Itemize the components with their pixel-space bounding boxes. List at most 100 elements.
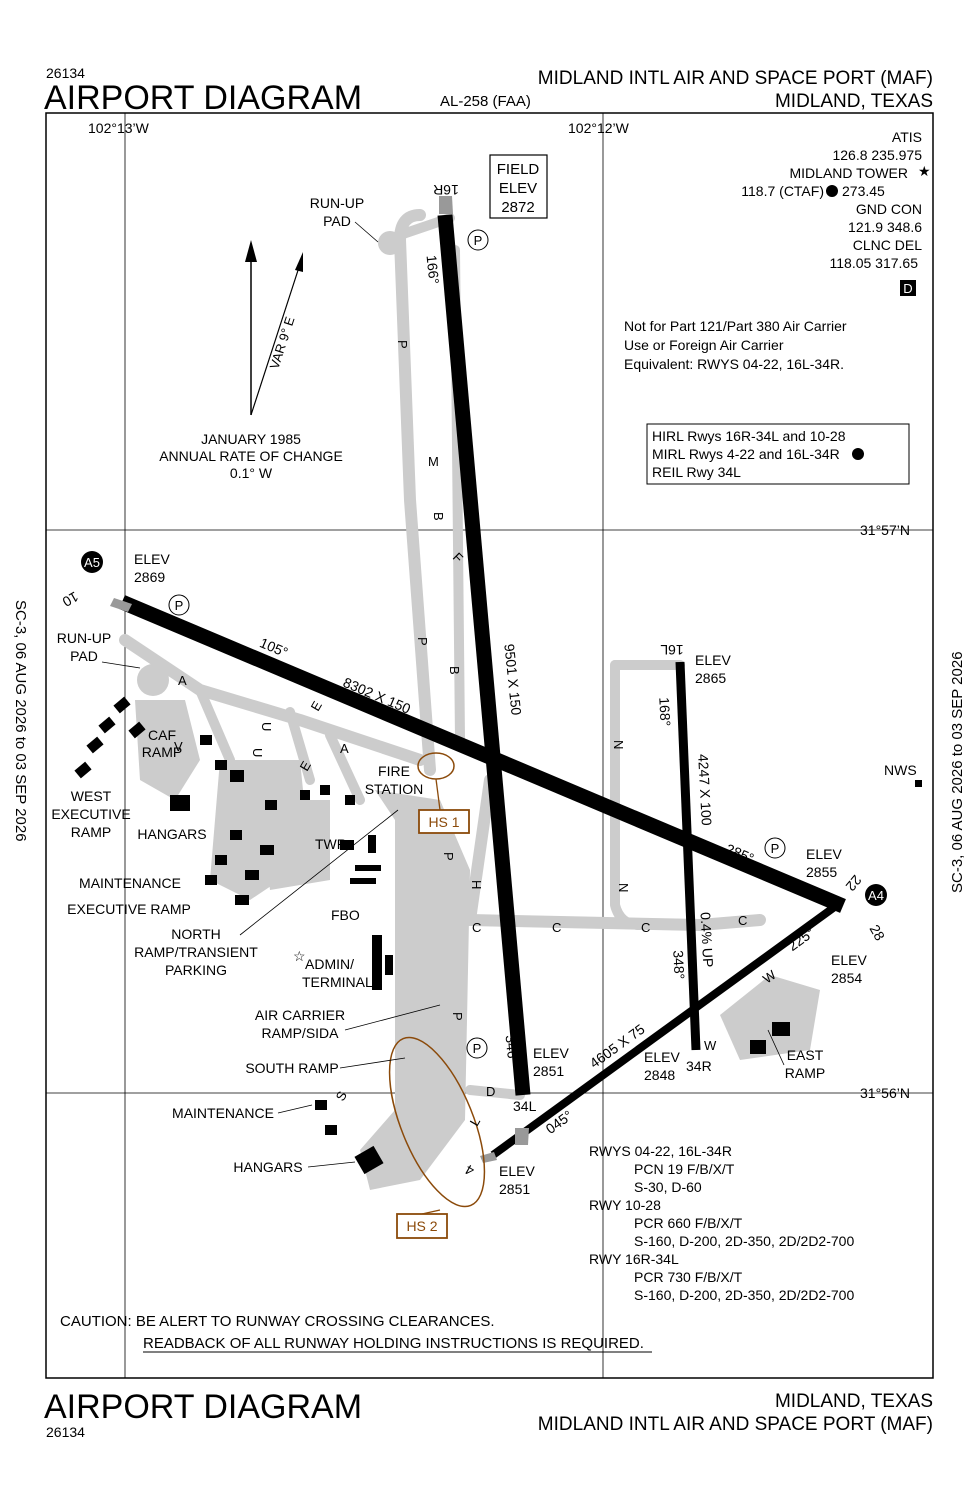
twy-N-1: N xyxy=(611,740,626,749)
elev-label-10: ELEV xyxy=(134,551,170,567)
rwy-34R: 34R xyxy=(686,1058,712,1074)
runways xyxy=(119,214,846,1159)
hs1-label: HS 1 xyxy=(428,814,459,830)
buildings xyxy=(74,696,922,1175)
twy-W-1: W xyxy=(704,1038,717,1053)
twy-U-1: U xyxy=(259,722,274,731)
tower-uhf: 273.45 xyxy=(842,183,885,199)
doc-number-top: 26134 xyxy=(46,65,85,81)
city-state-top: MIDLAND, TEXAS xyxy=(775,91,933,112)
twy-H: H xyxy=(469,880,484,889)
hdg-348: 348° xyxy=(670,950,687,980)
dim-16L34R: 4247 X 100 xyxy=(695,754,715,827)
elevations: ELEV 2869 ELEV 2865 ELEV 2855 ELEV 2854 … xyxy=(134,551,867,1197)
runway-16R-34L xyxy=(437,214,531,1096)
a4-label: A4 xyxy=(868,888,884,903)
twy-B-2: B xyxy=(447,666,462,675)
twy-P-4: P xyxy=(450,1012,465,1021)
elev-label-28: ELEV xyxy=(806,846,842,862)
admin-star-icon: ☆ xyxy=(293,948,306,964)
variation-label: VAR 9° E xyxy=(267,315,298,371)
north-ramp-2: RAMP/TRANSIENT xyxy=(134,944,258,960)
rwy-10: 10 xyxy=(60,589,82,611)
part121-line3: Equivalent: RWYS 04-22, 16L-34R. xyxy=(624,356,844,372)
caution-line1: CAUTION: BE ALERT TO RUNWAY CROSSING CLE… xyxy=(60,1313,495,1330)
procedure-id: AL-258 (FAA) xyxy=(440,93,531,110)
twy-L: L xyxy=(467,1115,484,1129)
elev-2854: 2854 xyxy=(831,970,862,986)
clnc-freq: 118.05 317.65 xyxy=(830,255,919,271)
fbo-label: FBO xyxy=(331,907,360,923)
runup-pad-left-2: PAD xyxy=(70,648,98,664)
atis-label: ATIS xyxy=(892,129,922,145)
twy-C-2: C xyxy=(552,920,561,935)
north-ramp-1: NORTH xyxy=(171,926,221,942)
rwy-22: 22 xyxy=(843,872,865,894)
title-bottom: AIRPORT DIAGRAM xyxy=(44,1388,362,1426)
area-labels: RUN-UP PAD RUN-UP PAD WEST EXECUTIVE RAM… xyxy=(51,195,916,1175)
gnd-freq: 121.9 348.6 xyxy=(848,219,922,235)
admin-1: ADMIN/ xyxy=(305,956,354,972)
caution-line2: READBACK OF ALL RUNWAY HOLDING INSTRUCTI… xyxy=(143,1335,644,1352)
twy-C-4: C xyxy=(738,913,747,928)
west-exec-2: EXECUTIVE xyxy=(51,806,130,822)
east-ramp-1: EAST xyxy=(787,1047,824,1063)
nws-label: NWS xyxy=(884,762,917,778)
executive-ramp-label: EXECUTIVE RAMP xyxy=(67,901,191,917)
lighting-box xyxy=(646,423,910,485)
field-elev-line2: ELEV xyxy=(499,180,537,197)
twy-P-1: P xyxy=(395,340,410,349)
hdg-225: 225° xyxy=(785,924,818,954)
twy-M: M xyxy=(428,454,439,469)
city-state-bottom: MIDLAND, TEXAS xyxy=(775,1391,933,1412)
lighting-line1: HIRL Rwys 16R-34L and 10-28 xyxy=(652,428,846,444)
papi-symbols xyxy=(168,229,786,1059)
twy-V: V xyxy=(174,739,183,754)
taxiway-network xyxy=(119,209,766,1100)
side-label-right: SC-3, 06 AUG 2026 to 03 SEP 2026 xyxy=(949,651,966,893)
fire-2: STATION xyxy=(365,781,424,797)
lat-bottom: 31°56’N xyxy=(860,1085,910,1101)
clnc-label: CLNC DEL xyxy=(853,237,922,253)
elev-2855: 2855 xyxy=(806,864,837,880)
north-ramp-3: PARKING xyxy=(165,962,227,978)
field-elev-value: 2872 xyxy=(501,199,534,216)
dim-16R34L: 9501 X 150 xyxy=(501,643,524,716)
d-symbol: D xyxy=(903,281,912,296)
runup-pad-left-1: RUN-UP xyxy=(57,630,111,646)
lighting-l-icon-2 xyxy=(852,448,864,460)
twy-U-2: U xyxy=(250,748,265,757)
diagram-frame xyxy=(45,112,934,1379)
east-ramp-2: RAMP xyxy=(785,1065,825,1081)
hot-spots: HS 1 HS 2 xyxy=(388,752,486,1239)
elev-label-34L: ELEV xyxy=(533,1045,569,1061)
title-top: AIRPORT DIAGRAM xyxy=(44,79,362,117)
elev-label-4: ELEV xyxy=(499,1163,535,1179)
fire-1: FIRE xyxy=(378,763,410,779)
tower-label: MIDLAND TOWER xyxy=(790,165,909,181)
runway-10-28 xyxy=(119,595,846,913)
tower-freq: 118.7 (CTAF) xyxy=(741,183,824,199)
lighting-l-icon xyxy=(826,185,838,197)
airport-name-bottom: MIDLAND INTL AIR AND SPACE PORT (MAF) xyxy=(538,1414,933,1435)
north-arrow: VAR 9° E xyxy=(245,240,303,416)
lat-top: 31°57’N xyxy=(860,522,910,538)
slope-label: 0.4% UP xyxy=(698,912,717,968)
hs2-label: HS 2 xyxy=(406,1218,437,1234)
pave-0422: RWYS 04-22, 16L-34R xyxy=(589,1143,732,1159)
runup-pad-top-1: RUN-UP xyxy=(310,195,364,211)
air-carrier-2: RAMP/SIDA xyxy=(261,1025,339,1041)
pave-16R34L-sd: S-160, D-200, 2D-350, 2D/2D2-700 xyxy=(634,1287,854,1303)
part121-line1: Not for Part 121/Part 380 Air Carrier xyxy=(624,318,847,334)
pave-16R34L-pcr: PCR 730 F/B/X/T xyxy=(634,1269,743,1285)
maintenance-label: MAINTENANCE xyxy=(79,875,181,891)
a5-label: A5 xyxy=(84,555,100,570)
runway-04-22 xyxy=(490,899,843,1159)
pave-0422-pcn: PCN 19 F/B/X/T xyxy=(634,1161,735,1177)
twy-P-2: P xyxy=(415,637,430,646)
admin-2: TERMINAL xyxy=(302,974,373,990)
papi-28-label: P xyxy=(771,841,780,856)
lighting-line2: MIRL Rwys 4-22 and 16L-34R xyxy=(652,446,840,462)
maintenance-s-label: MAINTENANCE xyxy=(172,1105,274,1121)
elev-2851-4: 2851 xyxy=(499,1181,530,1197)
